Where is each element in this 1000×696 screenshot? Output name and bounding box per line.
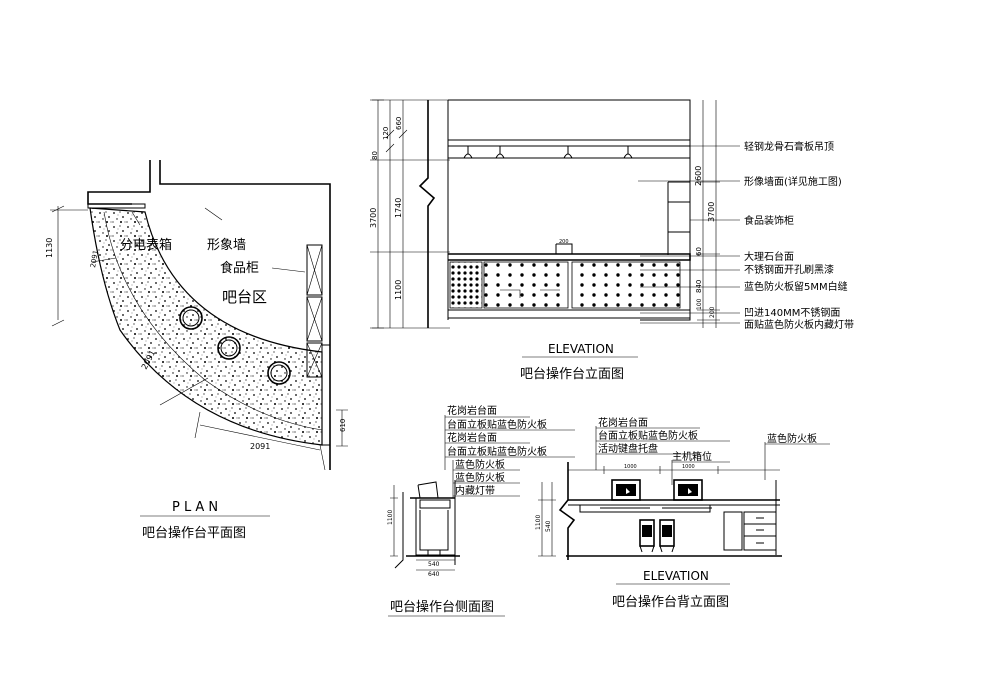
bar-stool-3 — [267, 361, 291, 385]
label-food-cabinet: 食品柜 — [220, 260, 259, 276]
dim-200-top: 200 — [559, 239, 569, 245]
dim-2600: 2600 — [694, 166, 703, 186]
side-dim-540: 540 — [428, 561, 440, 568]
side-dim-1100: 1100 — [387, 510, 394, 525]
side-dim-640: 640 — [428, 571, 440, 578]
side-callout-granite-2: 花岗岩台面 — [447, 431, 497, 444]
bar-counter-plan — [89, 207, 323, 446]
callout-light-strip: 面贴蓝色防火板内藏灯带 — [744, 318, 854, 331]
back-dim-540: 540 — [545, 520, 552, 532]
dim-3700-right: 3700 — [707, 202, 716, 222]
dim-610: 610 — [339, 419, 347, 432]
dim-80: 80 — [371, 151, 379, 160]
callout-image-wall: 形像墙面(详见施工图) — [744, 175, 842, 188]
back-callout-leaders — [595, 426, 830, 485]
callout-stainless-holes: 不锈钢面开孔刷黑漆 — [744, 263, 834, 276]
side-callout-blue-2: 蓝色防火板 — [455, 471, 505, 484]
side-callout-light: 内藏灯带 — [455, 484, 495, 497]
side-callout-board-1: 台面立板贴蓝色防火板 — [447, 418, 547, 431]
dim-1740: 1740 — [394, 198, 403, 218]
computer-tower-1 — [639, 519, 655, 553]
monitor-2 — [673, 479, 703, 501]
side-caption: 吧台操作台侧面图 — [390, 599, 494, 615]
callout-food-cabinet: 食品装饰柜 — [744, 214, 794, 227]
back-elevation-view: 花岗岩台面 台面立板贴蓝色防火板 活动键盘托盘 主机箱位 蓝色防火板 1000 … — [535, 416, 830, 610]
side-callout-leaders — [444, 415, 575, 498]
bar-stool-2 — [217, 336, 241, 360]
back-callout-board: 台面立板贴蓝色防火板 — [598, 429, 698, 442]
label-image-wall: 形象墙 — [207, 238, 246, 253]
side-callout-granite-1: 花岗岩台面 — [447, 404, 497, 417]
elevation-view-title: ELEVATION — [548, 342, 614, 356]
perforated-panel-right — [571, 261, 681, 309]
side-callout-blue-1: 蓝色防火板 — [455, 458, 505, 471]
callout-ceiling: 轻钢龙骨石膏板吊顶 — [744, 140, 834, 153]
back-view-title: ELEVATION — [643, 569, 709, 583]
dim-840: 840 — [695, 280, 703, 293]
back-dim-1000-a: 1000 — [624, 464, 637, 470]
dim-660: 660 — [395, 117, 403, 130]
dim-3700: 3700 — [369, 208, 378, 228]
back-callout-granite: 花岗岩台面 — [598, 416, 648, 429]
ceiling-lights — [463, 146, 633, 159]
side-callout-board-2: 台面立板贴蓝色防火板 — [447, 445, 547, 458]
label-meter-box: 分电表箱 — [120, 237, 172, 253]
side-view: 花岗岩台面 台面立板贴蓝色防火板 花岗岩台面 台面立板贴蓝色防火板 蓝色防火板 … — [387, 404, 575, 617]
dim-60: 60 — [695, 247, 703, 256]
computer-tower-2 — [659, 519, 675, 553]
callout-leaders — [620, 145, 740, 324]
label-bar-area: 吧台区 — [222, 288, 267, 306]
perforated-panel-left — [449, 261, 483, 309]
front-elevation-view: 3700 1740 1100 80 660 120 2600 3700 60 — [369, 99, 854, 382]
plan-view-title: P L A N — [172, 500, 218, 515]
back-caption: 吧台操作台背立面图 — [612, 594, 729, 610]
plan-view: 分电表箱 形象墙 食品柜 吧台区 1130 2091 2091 2091 610… — [45, 160, 348, 541]
elevation-caption: 吧台操作台立面图 — [520, 366, 624, 382]
dim-1130: 1130 — [45, 238, 54, 258]
food-cabinet-plan — [306, 244, 323, 378]
back-callout-blue-board: 蓝色防火板 — [767, 432, 817, 445]
back-callout-host-position: 主机箱位 — [672, 450, 712, 463]
back-dim-1000-b: 1000 — [682, 464, 695, 470]
dim-plan-c: 2091 — [250, 442, 270, 451]
dim-100: 100 — [696, 298, 703, 310]
plan-caption: 吧台操作台平面图 — [142, 525, 246, 541]
perforated-panel-mid — [483, 261, 569, 309]
callout-recess: 凹进140MM不锈钢面 — [744, 306, 840, 319]
back-dim-1100: 1100 — [535, 515, 542, 530]
monitor-1 — [611, 479, 641, 501]
bar-stool-1 — [179, 306, 203, 330]
drawer-unit — [723, 511, 777, 551]
dim-120: 120 — [382, 127, 390, 140]
back-callout-keyboard-tray: 活动键盘托盘 — [598, 442, 658, 455]
callout-marble-top: 大理石台面 — [744, 250, 794, 263]
dim-1100: 1100 — [394, 280, 403, 300]
callout-blue-board: 蓝色防火板留5MM白缝 — [744, 280, 848, 293]
dim-plan-a: 2091 — [89, 249, 100, 268]
dim-200: 200 — [709, 306, 716, 318]
